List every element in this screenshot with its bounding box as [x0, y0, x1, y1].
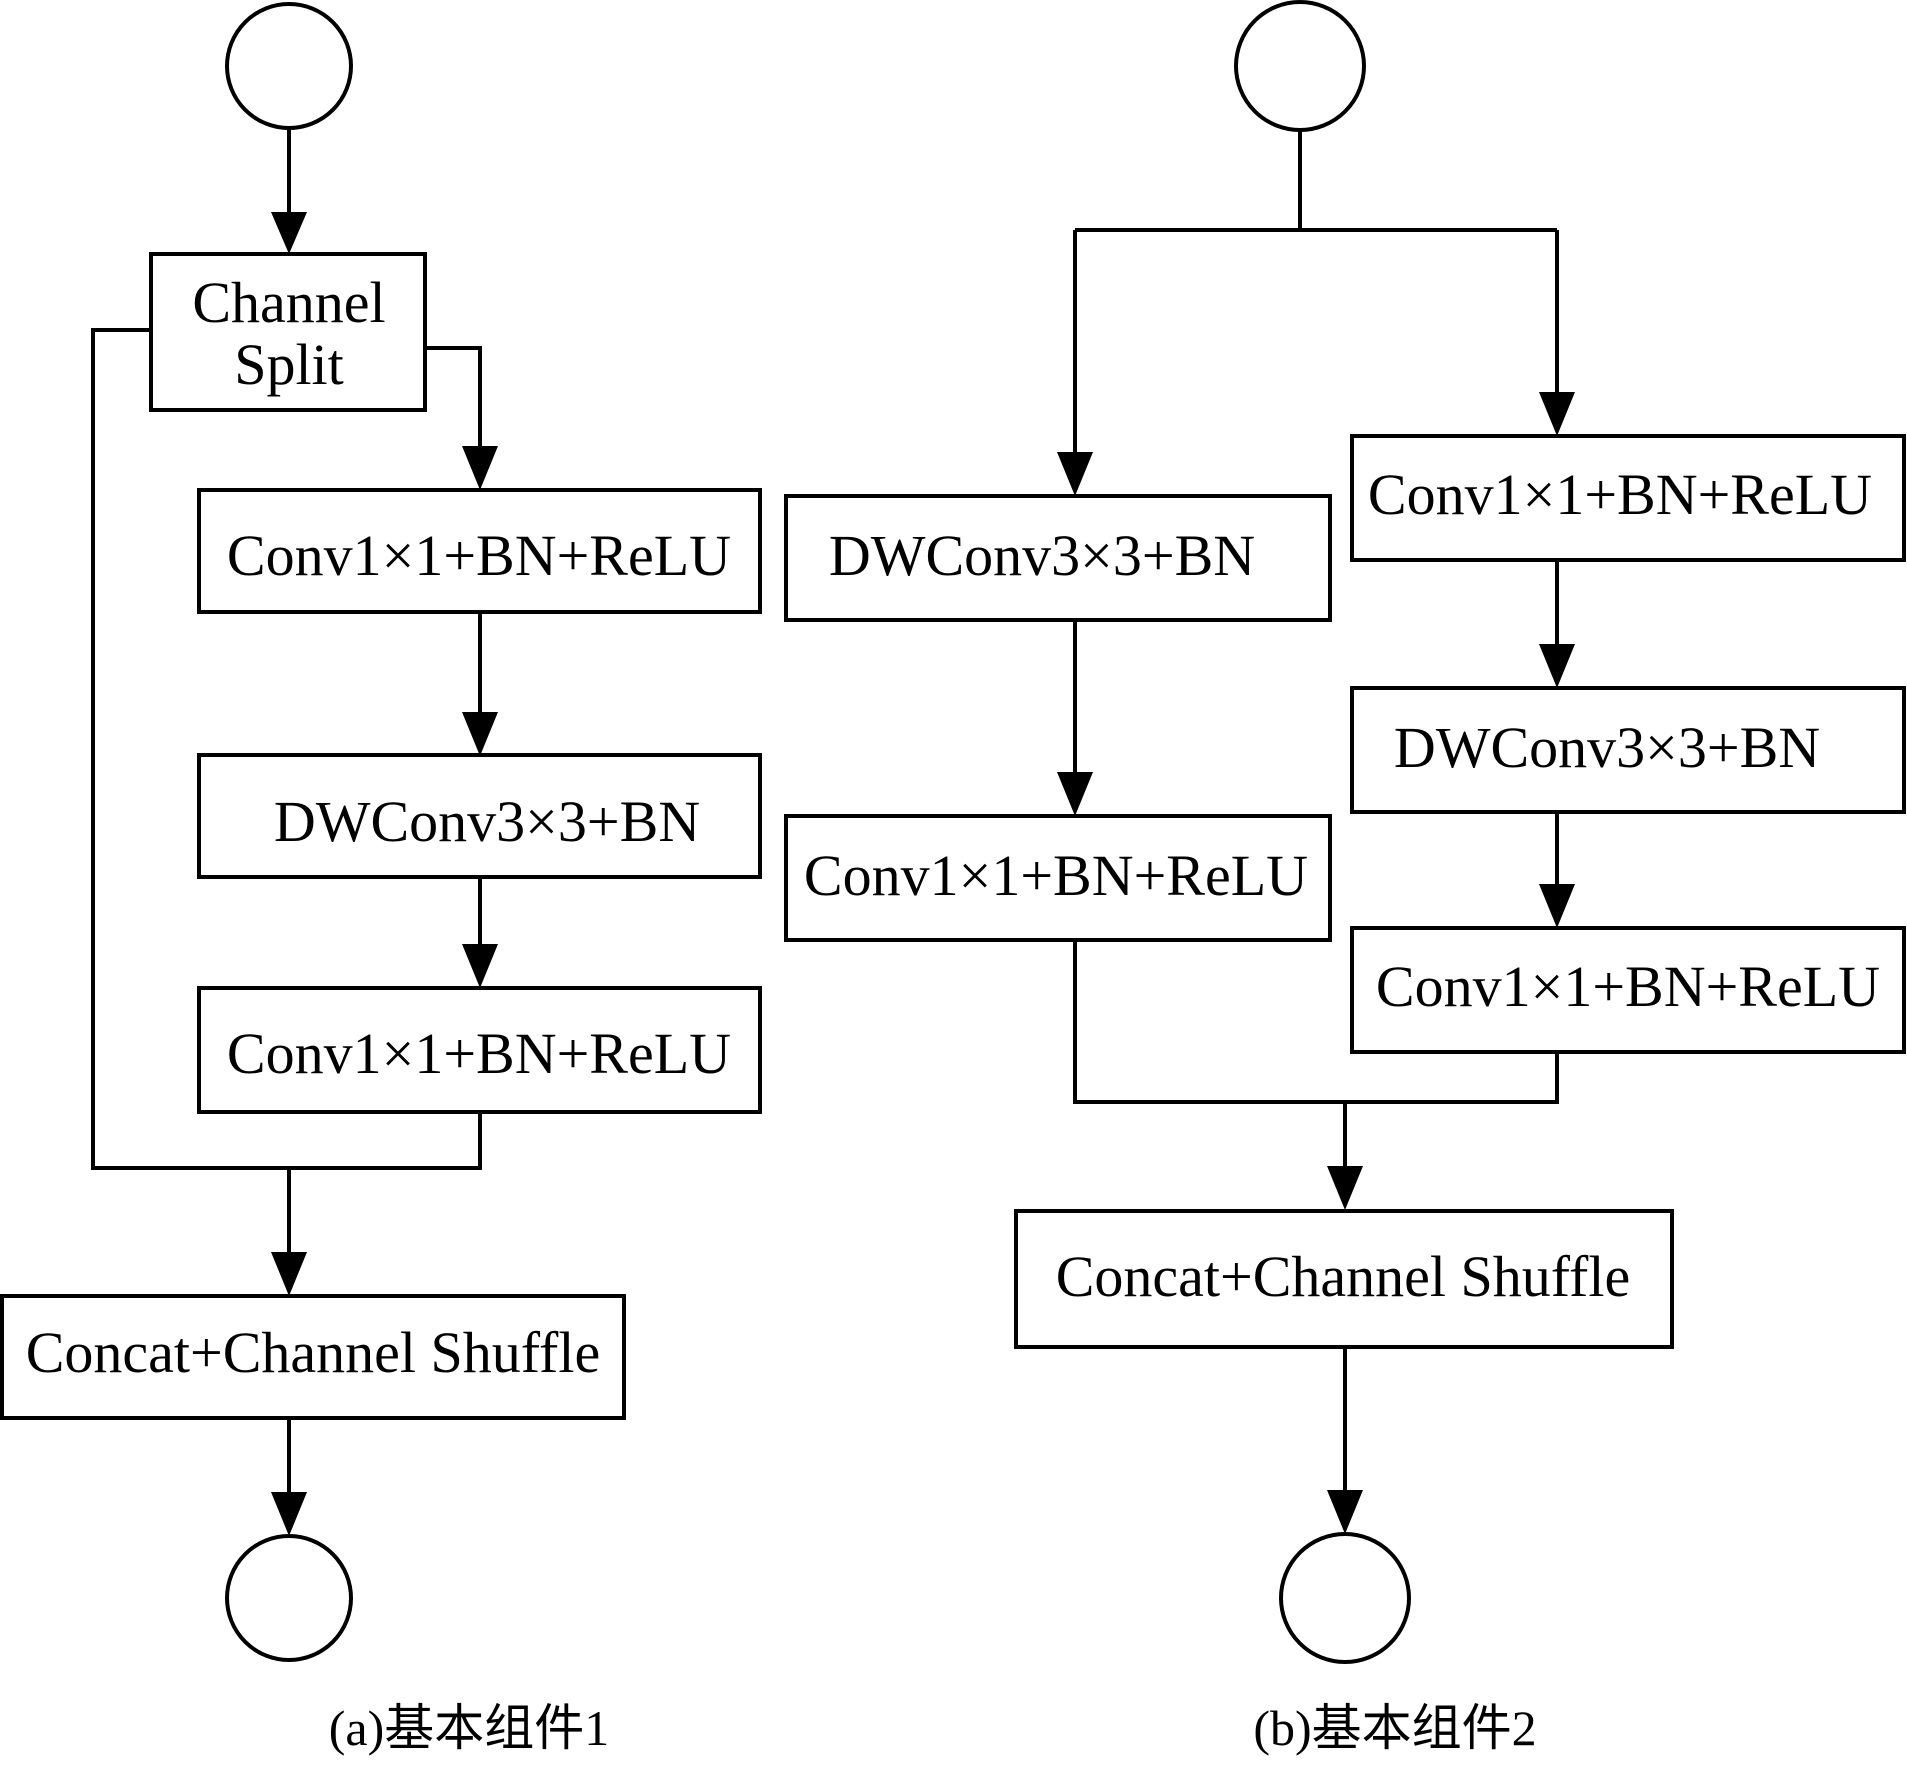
a-concat-shuffle-label: Concat+Channel Shuffle — [26, 1320, 600, 1385]
a-dwconv-label: DWConv3×3+BN — [274, 789, 700, 854]
diagram-a: Channel Split Conv1×1+BN+ReLU DWConv3×3+… — [0, 2, 762, 1756]
a-conv2-box — [197, 986, 762, 1114]
a-arrowhead — [271, 1252, 307, 1296]
a-channel-split-box — [149, 252, 427, 412]
b-arrowhead — [1539, 884, 1575, 928]
b-output-node — [1279, 1532, 1411, 1664]
b-right-dwconv-box — [1350, 686, 1906, 814]
b-arrowhead — [1539, 392, 1575, 436]
a-arrowhead — [462, 712, 498, 756]
a-input-node — [225, 2, 353, 130]
b-concat-shuffle-label: Concat+Channel Shuffle — [1056, 1244, 1630, 1309]
b-arrowhead — [1057, 452, 1093, 496]
b-arrowhead — [1539, 644, 1575, 688]
a-arrowhead — [462, 446, 498, 490]
a-arrowhead — [462, 944, 498, 988]
b-left-conv-box — [784, 814, 1332, 942]
b-right-dwconv-label: DWConv3×3+BN — [1394, 715, 1820, 780]
a-conv1-label: Conv1×1+BN+ReLU — [227, 523, 731, 588]
a-arrowhead — [271, 1492, 307, 1536]
a-caption: (a)基本组件1 — [329, 1700, 610, 1756]
b-split-line — [1075, 130, 1557, 232]
b-right-conv1-label: Conv1×1+BN+ReLU — [1368, 462, 1872, 527]
a-dwconv-box — [197, 753, 762, 879]
b-arrowhead — [1327, 1166, 1363, 1210]
a-conv2-label: Conv1×1+BN+ReLU — [227, 1021, 731, 1086]
a-arrowhead — [271, 212, 307, 254]
b-right-conv2-box — [1350, 926, 1906, 1054]
b-right-conv2-label: Conv1×1+BN+ReLU — [1376, 954, 1880, 1019]
a-channel-split-label-2: Split — [234, 332, 344, 397]
a-channel-split-label-1: Channel — [192, 270, 385, 335]
a-shortcut-line — [91, 328, 482, 1170]
b-left-conv-label: Conv1×1+BN+ReLU — [804, 843, 1308, 908]
b-arrowhead — [1057, 772, 1093, 816]
a-arrow-split-to-conv1 — [425, 346, 482, 446]
b-arrowhead — [1327, 1490, 1363, 1534]
a-conv1-box — [197, 488, 762, 614]
a-concat-shuffle-box — [0, 1294, 626, 1420]
b-input-node — [1234, 0, 1366, 132]
b-left-dwconv-label: DWConv3×3+BN — [829, 523, 1255, 588]
b-caption: (b)基本组件2 — [1253, 1700, 1536, 1756]
b-left-dwconv-box — [784, 494, 1332, 622]
b-merge-line — [1073, 940, 1559, 1104]
b-right-conv1-box — [1350, 434, 1906, 562]
a-output-node — [225, 1534, 353, 1662]
diagram-b: DWConv3×3+BN Conv1×1+BN+ReLU Conv1×1+BN+… — [784, 0, 1906, 1756]
b-concat-shuffle-box — [1014, 1209, 1674, 1349]
